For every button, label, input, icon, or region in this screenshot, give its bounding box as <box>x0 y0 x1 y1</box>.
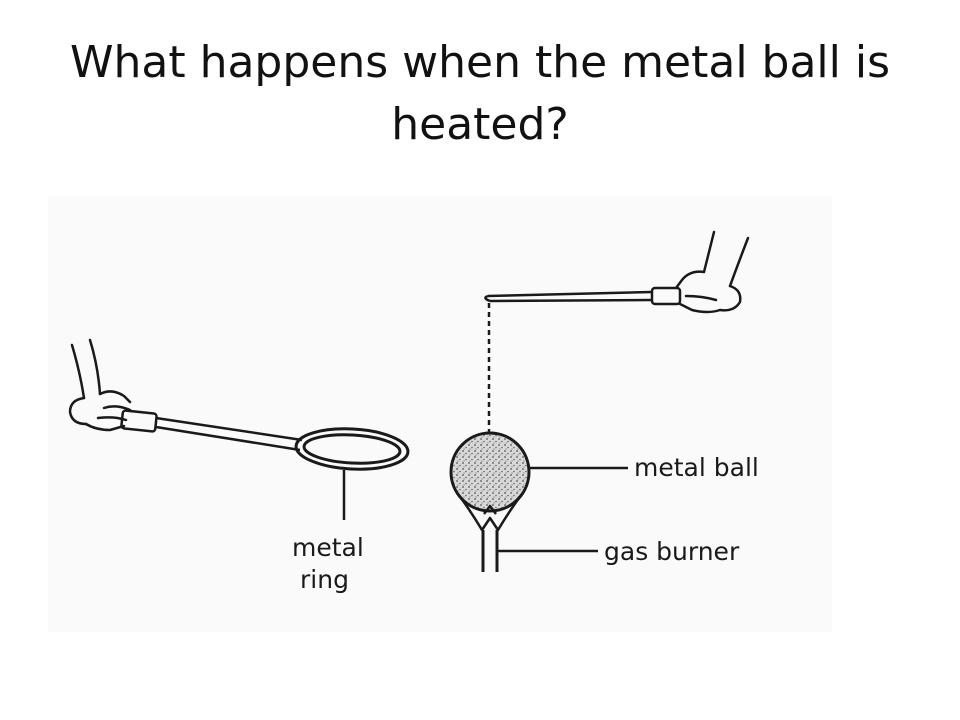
gas-burner-icon <box>481 530 499 572</box>
page-title: What happens when the metal ball is heat… <box>69 37 890 150</box>
gas-burner-label: gas burner <box>604 537 740 566</box>
metal-ring <box>294 427 410 471</box>
ball-handle <box>484 286 682 306</box>
flame-icon <box>456 493 524 532</box>
figure-panel <box>48 196 832 632</box>
metal-ball <box>449 431 531 513</box>
metal-ring-label-line2: ring <box>300 565 349 594</box>
ring-handle <box>120 409 303 452</box>
right-hand-icon <box>674 230 750 314</box>
left-hand-icon <box>68 338 132 432</box>
metal-ball-label: metal ball <box>634 453 759 482</box>
metal-ring-label-line1: metal <box>292 533 364 562</box>
